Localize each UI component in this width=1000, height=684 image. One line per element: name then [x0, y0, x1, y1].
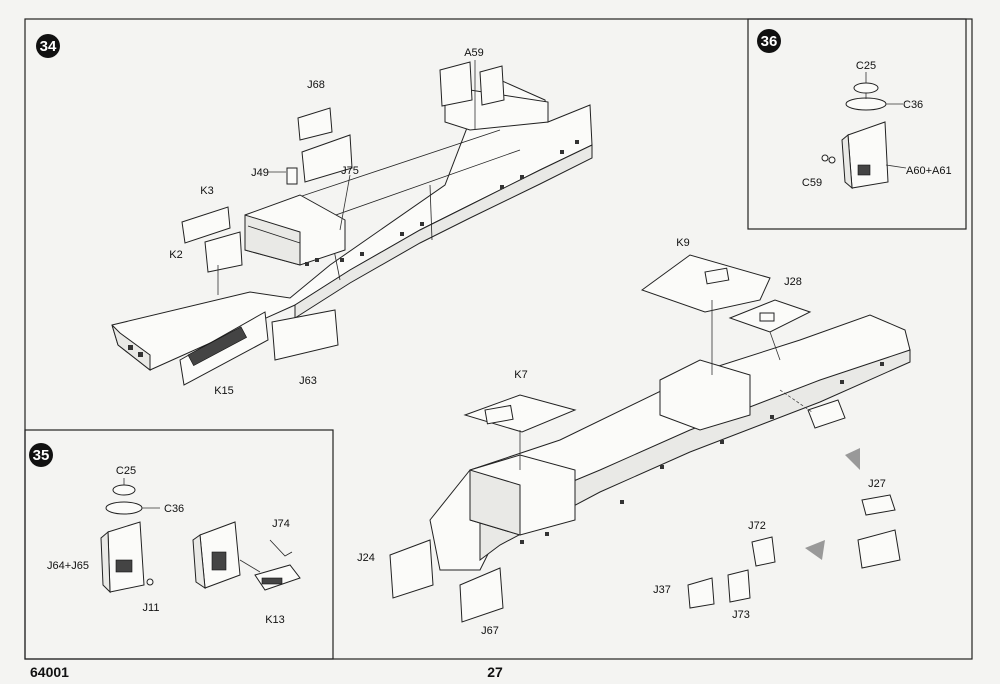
j37-part	[687, 577, 715, 609]
label-j72: J72	[748, 520, 766, 532]
label-35-k13: K13	[265, 614, 285, 626]
j73-part	[727, 569, 751, 603]
label-j28: J28	[784, 276, 802, 288]
label-j24: J24	[357, 552, 375, 564]
label-j63: J63	[299, 375, 317, 387]
label-j67: J67	[481, 625, 499, 637]
label-36-a60a61: A60+A61	[906, 165, 952, 177]
k9-plate	[640, 254, 771, 313]
k3-panel	[181, 206, 231, 244]
j49-part	[286, 167, 298, 185]
step-36-assembly	[821, 72, 907, 190]
j72-part	[751, 536, 776, 567]
label-35-j64j65: J64+J65	[47, 560, 89, 572]
label-35-c25: C25	[116, 465, 136, 477]
label-j49: J49	[251, 167, 269, 179]
step-35-number: 35	[33, 447, 50, 464]
j67-panel	[459, 567, 504, 623]
label-k3: K3	[200, 185, 213, 197]
label-35-c36: C36	[164, 503, 184, 515]
k2-panel	[204, 231, 243, 273]
a59-panel	[439, 61, 473, 107]
step-36-box	[747, 18, 967, 230]
label-j73: J73	[732, 609, 750, 621]
step-35-badge: 35	[29, 443, 53, 467]
page-number: 27	[487, 664, 503, 680]
label-a59: A59	[464, 47, 484, 59]
label-k7: K7	[514, 369, 527, 381]
step-36-badge: 36	[757, 29, 781, 53]
label-k15: K15	[214, 385, 234, 397]
step-34-badge: 34	[36, 34, 60, 58]
j24-panel	[389, 539, 434, 599]
k7-plate	[463, 394, 577, 433]
label-35-j74: J74	[272, 518, 290, 530]
step-34-assembly	[111, 60, 593, 386]
label-35-j11: J11	[143, 602, 160, 614]
label-j27: J27	[868, 478, 886, 490]
label-36-c25: C25	[856, 60, 876, 72]
catalog-number: 64001	[30, 664, 69, 680]
step-35-box	[24, 429, 334, 660]
step-34-number: 34	[40, 38, 57, 55]
j75-panel	[301, 134, 353, 183]
label-j37: J37	[653, 584, 671, 596]
label-j68: J68	[307, 79, 325, 91]
j63-panel	[271, 309, 339, 361]
label-36-c59: C59	[802, 177, 822, 189]
label-k9: K9	[676, 237, 689, 249]
j27-part	[861, 494, 896, 516]
j68-panel	[297, 107, 333, 141]
page-frame	[24, 18, 973, 660]
label-36-c36: C36	[903, 99, 923, 111]
step-36-number: 36	[761, 33, 778, 50]
label-k2: K2	[169, 249, 182, 261]
label-j75: J75	[341, 165, 359, 177]
main-hull-assembly	[389, 254, 911, 623]
step-35-assembly	[100, 478, 301, 594]
